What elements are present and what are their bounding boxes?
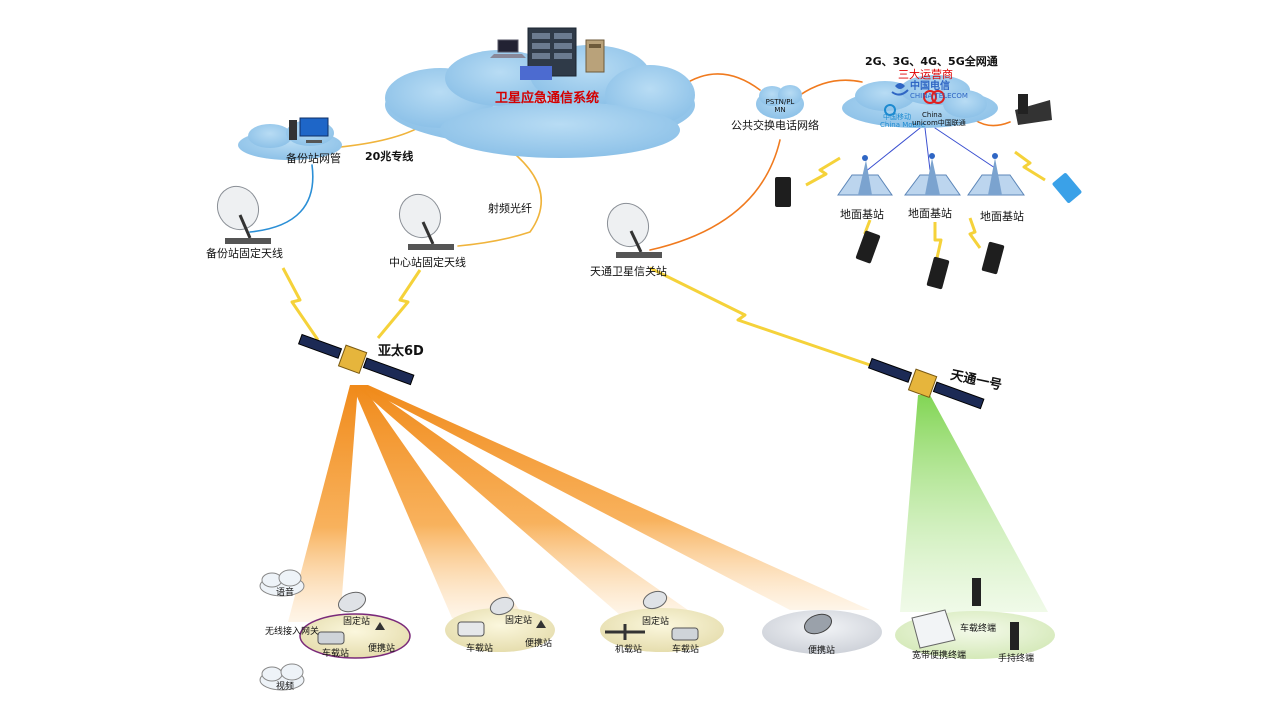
line-pstn-operators — [799, 79, 863, 96]
label-networks: 2G、3G、4G、5G全网通 — [865, 55, 998, 68]
telecom-logo-icon — [891, 83, 909, 96]
antenna-gateway-icon — [606, 202, 662, 258]
label-g3-fixed: 固定站 — [642, 617, 670, 627]
label-g3-vehicle: 车载站 — [672, 645, 700, 655]
label-t-vehicle: 车载终端 — [960, 624, 997, 634]
label-unicom-en: unicom中国联通 — [912, 119, 966, 127]
label-g1-portable: 便携站 — [368, 644, 396, 654]
phone-5-icon — [1052, 173, 1082, 203]
server-rack-icon — [520, 27, 577, 80]
beam-3 — [355, 385, 695, 615]
antenna-backup-icon — [216, 185, 271, 244]
line-operators-phone — [974, 119, 1011, 127]
base-station-2-icon — [904, 153, 961, 196]
label-backup-mgmt: 备份站网管 — [286, 152, 341, 165]
desk-phone-icon — [1015, 94, 1052, 125]
line-bs-2 — [924, 127, 931, 171]
zone-2 — [445, 608, 555, 652]
cloud-video — [259, 663, 305, 691]
line-bs-1 — [864, 127, 921, 173]
label-big-three: 三大运营商 — [898, 68, 953, 81]
beam-4 — [358, 385, 870, 610]
label-g3-airborne: 机载站 — [615, 645, 643, 655]
cloud-satellite-system — [385, 45, 695, 158]
label-base-station-3: 地面基站 — [980, 210, 1024, 223]
label-satellite-apstar: 亚太6D — [378, 344, 424, 359]
line-cloud-pstn — [681, 73, 761, 91]
unicom-logo-icon — [923, 90, 945, 104]
label-video: 视频 — [276, 682, 295, 692]
beam-2 — [352, 385, 525, 618]
tower-server-icon — [585, 39, 605, 73]
label-t-handheld: 手持终端 — [998, 654, 1035, 664]
tiantong-beam — [900, 395, 1048, 612]
label-g2-portable: 便携站 — [525, 639, 553, 649]
label-g2-fixed: 固定站 — [505, 616, 533, 626]
label-pstn: 公共交换电话网络 — [731, 119, 819, 132]
uav-icon — [605, 624, 645, 640]
base-station-1-icon — [837, 155, 893, 196]
label-telecom-en: CHINA TELECOM — [910, 92, 968, 100]
label-rf-fiber: 射频光纤 — [488, 202, 532, 215]
label-g4-portable: 便携站 — [808, 646, 836, 656]
label-g1-vehicle: 车载站 — [322, 649, 350, 659]
label-dedicated-line: 20兆专线 — [365, 150, 414, 163]
phone-1-icon — [775, 177, 791, 207]
van-2-icon — [457, 621, 485, 637]
antenna-center-icon — [398, 193, 454, 250]
cloud-pstn — [756, 85, 804, 119]
dish-1-icon — [337, 591, 367, 613]
label-base-station-1: 地面基站 — [840, 208, 884, 221]
portable-1-icon — [375, 622, 385, 630]
label-unicom-cn: China — [922, 111, 942, 119]
label-pstn-inner: PSTN/PL MN — [765, 98, 795, 114]
dish-3-icon — [642, 590, 668, 610]
label-telecom-cn: 中国电信 — [910, 81, 950, 92]
line-pstn-gateway — [649, 139, 781, 251]
line-rf-fiber — [457, 149, 543, 247]
label-wireless-gw: 无线接入网关 — [265, 627, 320, 637]
zone-1 — [299, 613, 411, 659]
pc-icon — [289, 117, 329, 143]
satellite-apstar-icon — [297, 333, 415, 386]
dish-4-icon — [803, 613, 833, 635]
broadband-terminal-icon — [911, 609, 956, 649]
base-station-3-icon — [967, 153, 1025, 196]
portable-2-icon — [536, 620, 546, 628]
cloud-voice — [259, 569, 305, 597]
dish-2-icon — [489, 596, 515, 616]
beam-1 — [288, 385, 358, 622]
zone-3 — [600, 608, 724, 652]
mobile-logo-icon — [884, 104, 896, 116]
label-mobile-cn: 中国移动 — [883, 113, 911, 121]
label-mobile-en: China Mobile — [880, 121, 926, 129]
line-bs-3 — [934, 127, 996, 169]
apstar-beams — [288, 385, 870, 622]
label-satellite-system: 卫星应急通信系统 — [495, 91, 600, 106]
label-antenna-gateway: 天通卫星信关站 — [590, 265, 667, 278]
label-g2-vehicle: 车载站 — [466, 644, 494, 654]
cloud-operators — [842, 75, 998, 128]
satellite-tiantong-icon — [867, 357, 985, 410]
car-1-icon — [317, 631, 345, 645]
handheld-terminal-icon — [1010, 622, 1019, 650]
line-backup-blue — [249, 164, 314, 233]
label-voice: 语音 — [276, 588, 295, 598]
label-base-station-2: 地面基站 — [908, 207, 952, 220]
car-3-icon — [671, 627, 699, 641]
phone-4-icon — [981, 241, 1005, 275]
vehicle-terminal-icon — [972, 578, 981, 606]
label-t-broadband: 宽带便携终端 — [912, 651, 967, 661]
label-antenna-center: 中心站固定天线 — [389, 256, 466, 269]
phone-2-icon — [855, 230, 881, 264]
label-g1-fixed: 固定站 — [343, 617, 371, 627]
label-antenna-backup: 备份站固定天线 — [206, 247, 283, 260]
phone-3-icon — [926, 256, 950, 290]
laptop-icon — [490, 39, 526, 58]
